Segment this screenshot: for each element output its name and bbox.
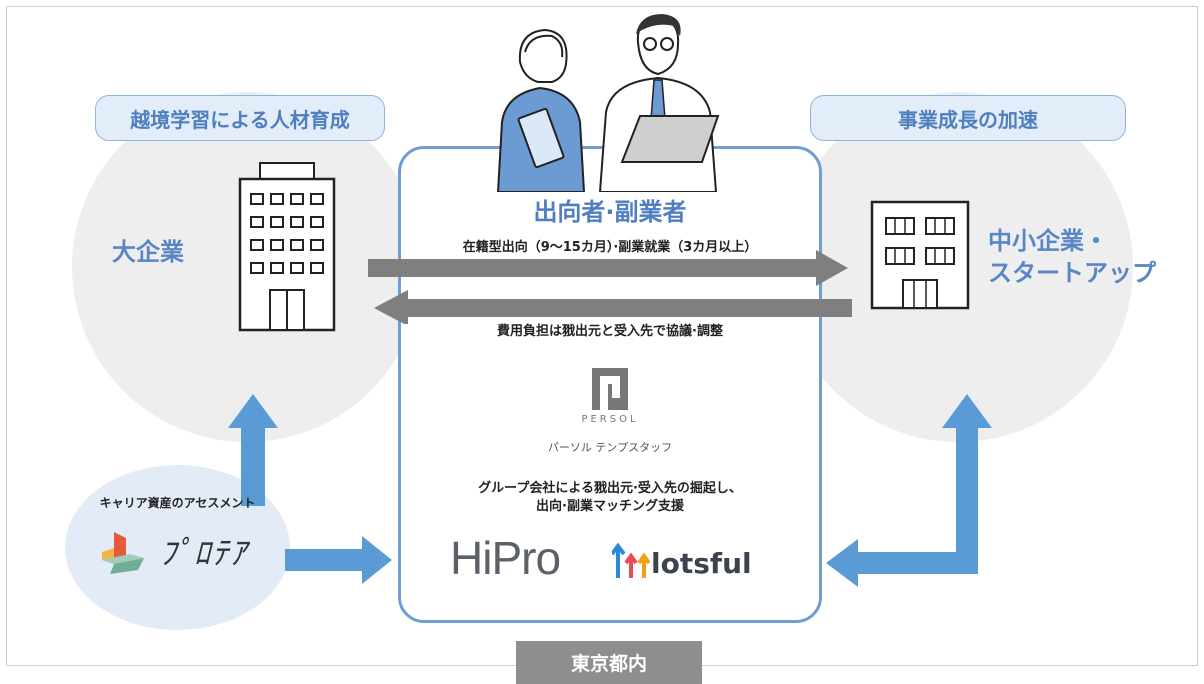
tokyo-region-label: 東京都内 [516, 641, 702, 684]
protea-logo-text: ﾌﾟﾛﾃｱ [160, 534, 249, 572]
left-gray-arrow [374, 290, 852, 324]
career-assessment-label: キャリア資産のアセスメント [99, 496, 256, 510]
persol-logo-icon [592, 368, 628, 410]
woman-figure [496, 28, 586, 192]
persol-logo-text: PERSOL [581, 414, 639, 425]
center-title: 出向者·副業者 [533, 198, 687, 226]
people-illustration [496, 14, 720, 192]
lotsful-logo: lotsful [651, 547, 752, 580]
cost-sharing-caption: 費用負担は𦐂出元と受入先で協議·調整 [497, 324, 723, 339]
matching-support-caption: グループ会社による𦐂出元·受入先の掘起し、 出向·副業マッチング支援 [398, 480, 822, 516]
sme-label-line2: スタートアップ [988, 259, 1156, 287]
large-company-label: 大企業 [112, 238, 184, 266]
pill-business-growth: 事業成長の加速 [810, 95, 1126, 141]
pill-talent-development: 越境学習による人材育成 [95, 95, 385, 141]
man-figure [598, 14, 720, 192]
diagram-frame [6, 6, 1198, 666]
lotsful-arrows-icon [612, 542, 650, 578]
gray-exchange-arrows [368, 250, 852, 324]
hipro-logo: HiPro [450, 532, 561, 584]
small-building-icon [870, 200, 970, 310]
persol-tempstaff-name: パーソル テンプスタッフ [547, 441, 673, 454]
sme-label-line1: 中小企業・ [988, 227, 1108, 255]
sme-label: 中小企業・ スタートアップ [988, 225, 1156, 289]
office-building-icon [238, 162, 336, 332]
right-arrow-assessment [285, 536, 392, 584]
frame-bottom-right [702, 665, 1198, 666]
secondment-period-caption: 在籍型出向（9～15カ月）·副業就業（3カ月以上） [462, 240, 758, 255]
support-line-1: グループ会社による𦐂出元·受入先の掘起し、 [478, 481, 742, 496]
right-gray-arrow [368, 250, 848, 286]
frame-bottom-left [6, 665, 516, 666]
protea-logo-icon [102, 532, 144, 574]
support-line-2: 出向·副業マッチング支援 [536, 499, 684, 514]
l-arrow-sme [826, 394, 992, 587]
up-arrow-left [228, 394, 278, 506]
